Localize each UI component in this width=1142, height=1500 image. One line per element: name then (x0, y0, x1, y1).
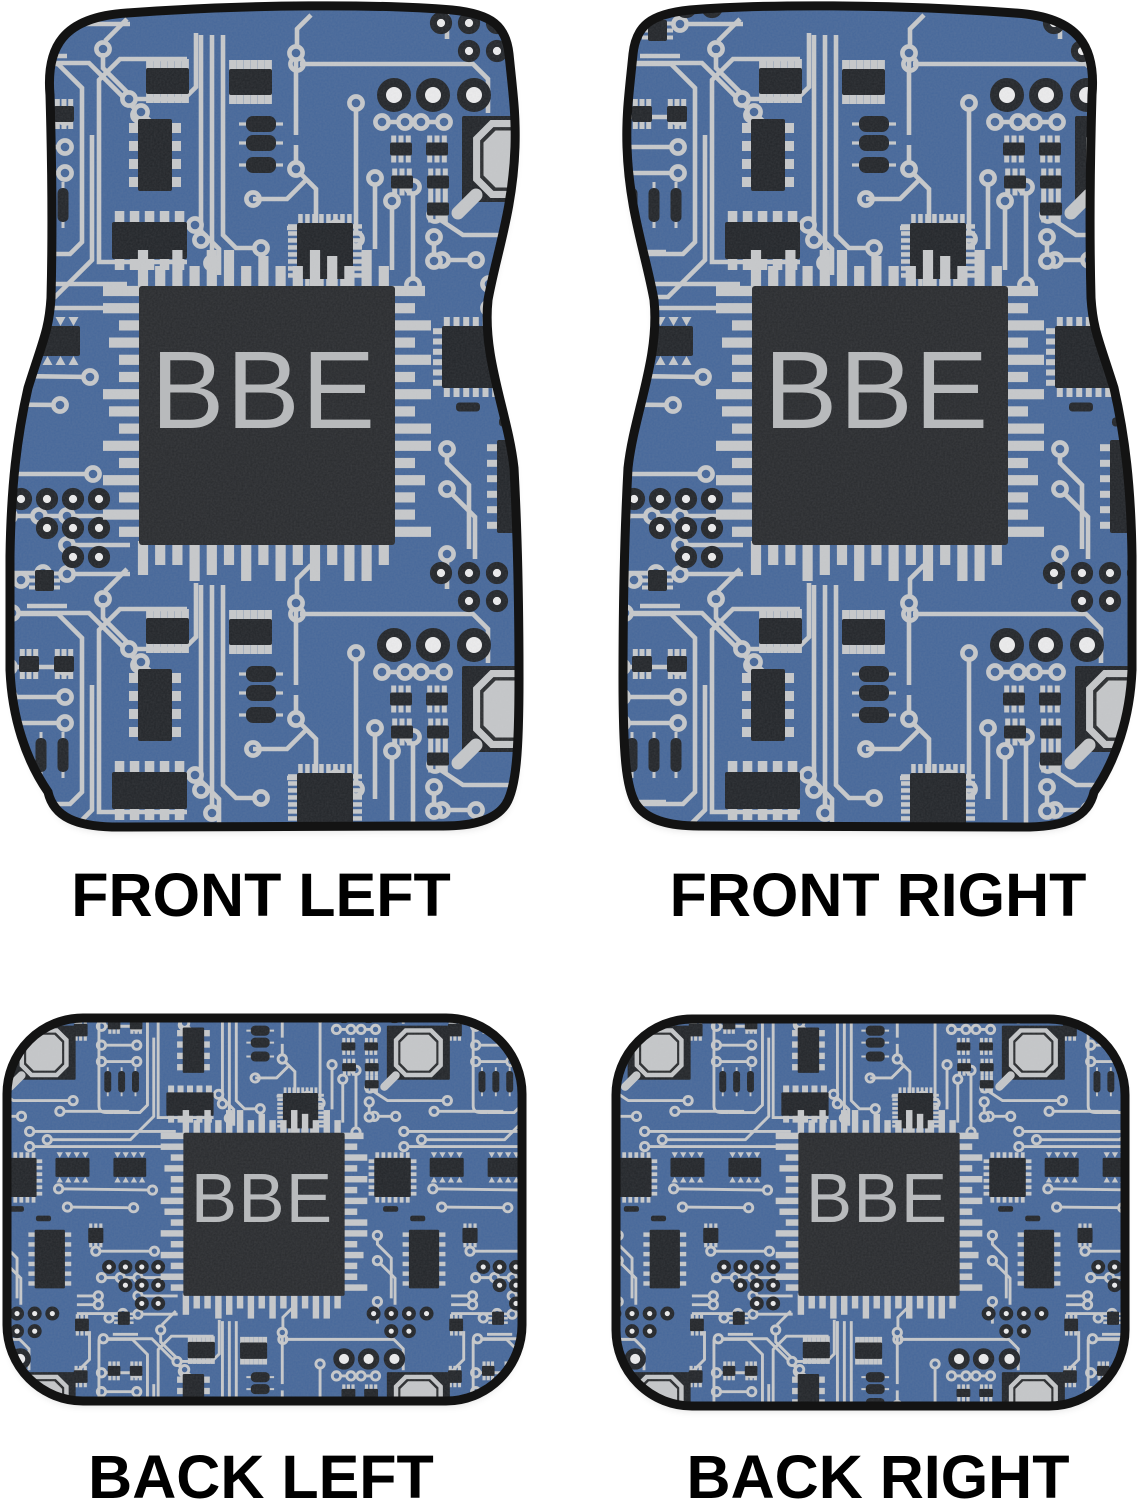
svg-text:FRONT LEFT: FRONT LEFT (71, 861, 451, 929)
svg-text:BACK LEFT: BACK LEFT (88, 1443, 434, 1500)
svg-text:FRONT RIGHT: FRONT RIGHT (670, 861, 1087, 929)
svg-text:BACK RIGHT: BACK RIGHT (687, 1443, 1070, 1500)
